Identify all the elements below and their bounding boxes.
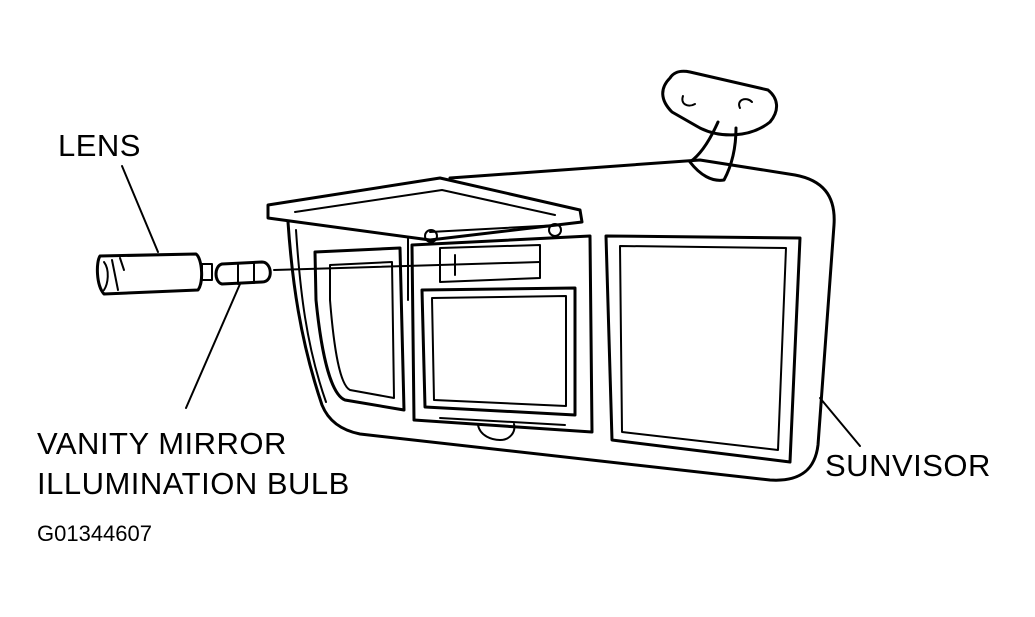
bulb-callout-label: VANITY MIRROR ILLUMINATION BULB — [37, 424, 350, 504]
lens-callout-label: LENS — [58, 128, 141, 163]
left-lamp-pocket — [313, 246, 406, 412]
bulb-alignment-line — [273, 261, 541, 271]
right-lamp-pocket — [604, 234, 802, 464]
figure-id: G01344607 — [37, 521, 152, 546]
bulb-leader-line — [185, 283, 241, 409]
sunvisor-callout-label: SUNVISOR — [825, 448, 991, 483]
sunvisor-body — [286, 158, 836, 482]
mirror-cover-flap — [266, 176, 584, 301]
lens-part — [95, 252, 213, 296]
lens-leader-line — [121, 165, 159, 253]
bulb-callout-line-2: ILLUMINATION BULB — [37, 466, 350, 501]
center-mirror-panel — [410, 234, 594, 434]
illumination-bulb — [214, 260, 272, 286]
sunvisor-mount-bracket — [661, 69, 778, 182]
bulb-callout-line-1: VANITY MIRROR — [37, 426, 287, 461]
sunvisor-leader-line — [819, 397, 861, 447]
